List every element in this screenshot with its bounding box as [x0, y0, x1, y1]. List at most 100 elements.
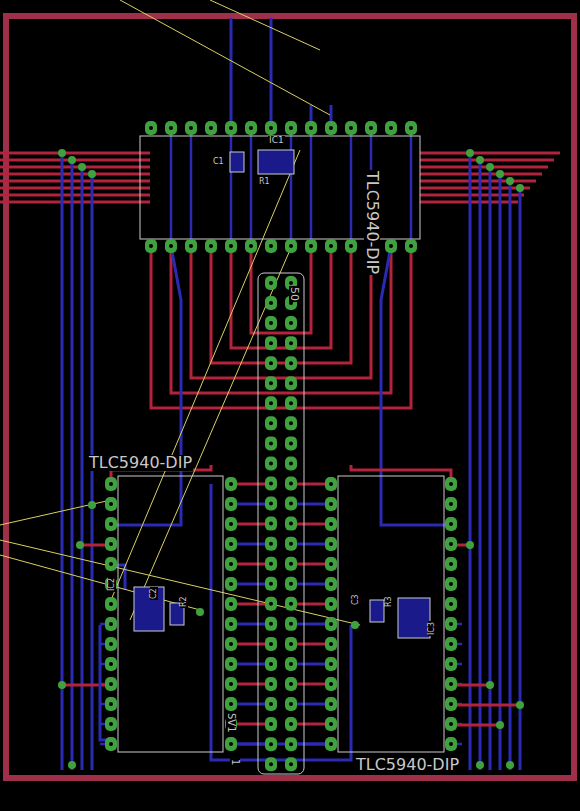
pad [105, 537, 117, 551]
via [76, 541, 84, 549]
pad [285, 597, 297, 611]
pad-hole [449, 542, 453, 546]
pad-hole [289, 502, 293, 506]
pad-hole [269, 381, 273, 385]
trace [91, 174, 94, 770]
pad-hole [229, 482, 233, 486]
trace [0, 173, 150, 176]
trace [469, 153, 472, 770]
pad [325, 121, 337, 135]
pad [285, 617, 297, 631]
pad-hole [229, 562, 233, 566]
pad-hole [369, 126, 373, 130]
pad-hole [229, 622, 233, 626]
pad-hole [269, 522, 273, 526]
pad [305, 239, 317, 253]
pad-hole [329, 542, 333, 546]
pad [265, 239, 277, 253]
pad [285, 557, 297, 571]
pad-hole [289, 321, 293, 325]
trace [310, 128, 313, 246]
pad [265, 336, 277, 350]
pad-hole [109, 542, 113, 546]
pad-hole [269, 441, 273, 445]
pad-hole [269, 421, 273, 425]
part-name: R1 [258, 178, 271, 186]
trace [381, 246, 451, 525]
pad [265, 456, 277, 470]
pad-hole [189, 244, 193, 248]
pad-hole [269, 702, 273, 706]
pad [325, 617, 337, 631]
pad-hole [329, 126, 333, 130]
part-name: IC1 [268, 136, 285, 145]
trace [420, 152, 560, 155]
trace [0, 152, 150, 155]
pad-hole [289, 642, 293, 646]
pad-hole [269, 321, 273, 325]
pad [325, 497, 337, 511]
pad [325, 557, 337, 571]
pad [405, 239, 417, 253]
trace [420, 166, 548, 169]
trace [231, 743, 331, 746]
pad-hole [329, 622, 333, 626]
pad-hole [289, 582, 293, 586]
pad [285, 456, 297, 470]
pad-hole [389, 126, 393, 130]
pad-hole [329, 702, 333, 706]
pad [445, 737, 457, 751]
pad-hole [289, 742, 293, 746]
smd-part [398, 598, 430, 638]
pin-label: 1 [230, 758, 240, 766]
pad-hole [289, 281, 293, 285]
pad-hole [269, 742, 273, 746]
pad [325, 737, 337, 751]
pad [285, 396, 297, 410]
airwire [0, 540, 360, 625]
part-name: C1 [212, 158, 225, 166]
pad [265, 737, 277, 751]
trace [489, 167, 492, 770]
pad [285, 717, 297, 731]
pad-hole [289, 622, 293, 626]
trace [270, 18, 273, 128]
pad-hole [269, 722, 273, 726]
pad [105, 657, 117, 671]
pad-hole [269, 562, 273, 566]
pad-hole [269, 301, 273, 305]
pad-hole [449, 742, 453, 746]
pad [185, 239, 197, 253]
trace [0, 194, 150, 197]
pad-hole [229, 742, 233, 746]
pad-hole [449, 502, 453, 506]
pad-hole [389, 244, 393, 248]
pad-hole [289, 682, 293, 686]
pad [285, 356, 297, 370]
pad [285, 436, 297, 450]
pad-hole [109, 722, 113, 726]
airwire [120, 0, 330, 115]
part-name: C2 [150, 587, 158, 600]
via [476, 156, 484, 164]
pad-hole [269, 642, 273, 646]
smd-part [230, 152, 244, 172]
pad-hole [269, 244, 273, 248]
pad [225, 677, 237, 691]
trace [170, 128, 173, 246]
pad [325, 477, 337, 491]
pad [105, 637, 117, 651]
pad [225, 617, 237, 631]
pad [285, 316, 297, 330]
pad [445, 497, 457, 511]
pad [445, 657, 457, 671]
airwire [111, 150, 300, 600]
pad [265, 276, 277, 290]
airwire [130, 250, 290, 620]
pad-hole [229, 602, 233, 606]
pin-label: SV1 [226, 712, 236, 734]
pad [325, 717, 337, 731]
pad [265, 697, 277, 711]
smd-part [258, 150, 294, 174]
via [506, 761, 514, 769]
